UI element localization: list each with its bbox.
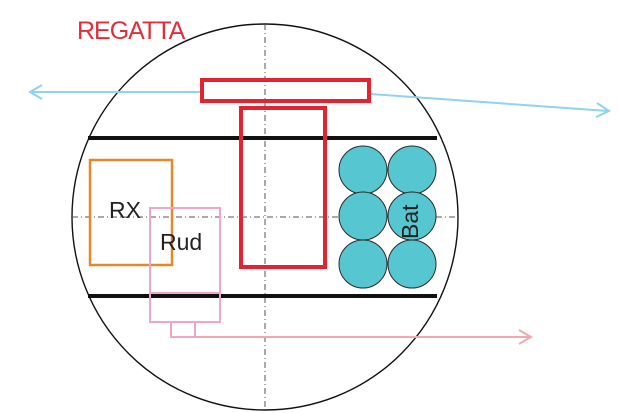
battery-cell [387,239,437,289]
diagram-title: REGATTA [77,17,186,45]
battery-pack [338,145,437,289]
rudder-servo [149,207,221,338]
receiver-label: RX [109,197,141,223]
receiver-box [88,158,174,267]
battery-cell [338,239,388,289]
rudder-label: Rud [160,229,202,255]
pink-arrow [195,329,533,345]
red-center-box [239,106,327,269]
red-top-bar [200,78,371,103]
blue-arrow [28,84,612,118]
battery-label: Bat [397,204,423,239]
battery-cell [387,145,437,195]
battery-cell [338,145,388,195]
battery-cell [338,191,388,241]
